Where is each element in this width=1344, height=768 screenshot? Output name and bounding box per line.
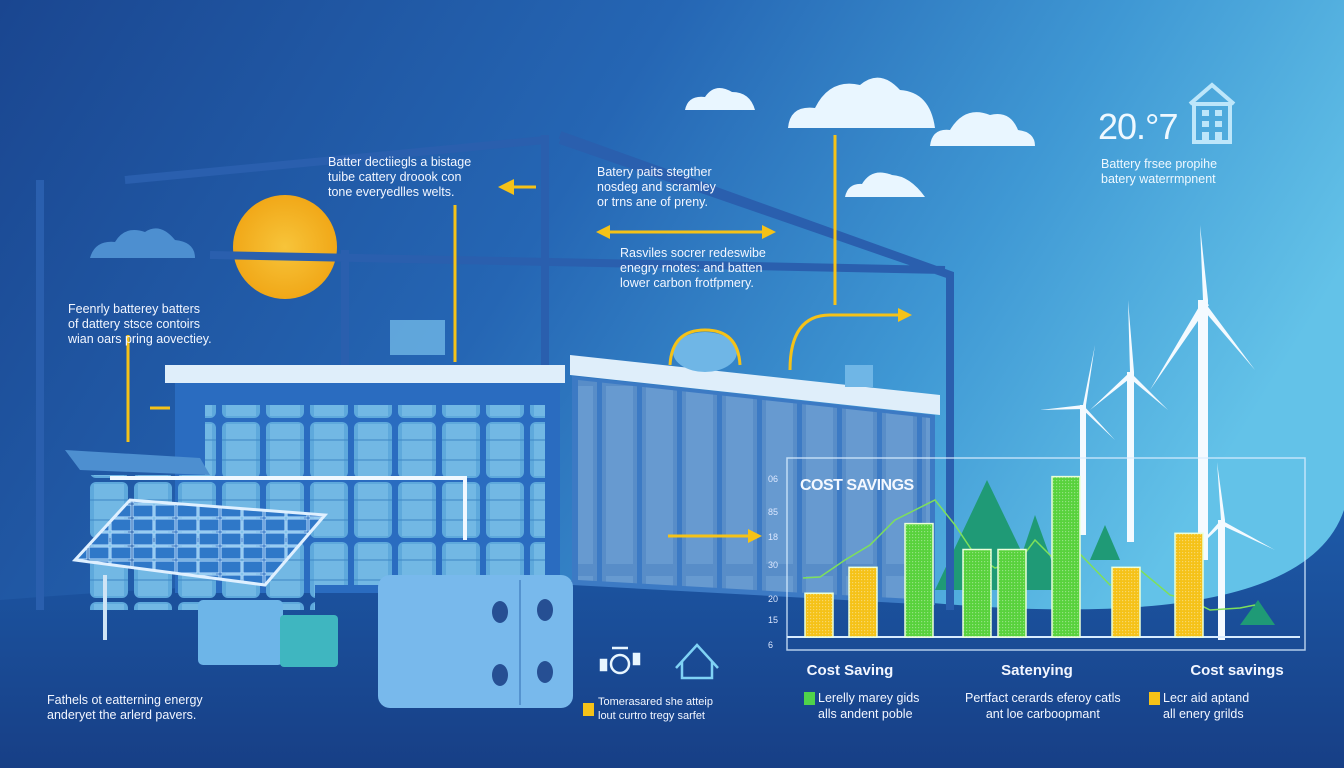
y-tick: 30 bbox=[768, 560, 779, 570]
home-energy-icon bbox=[675, 643, 719, 680]
legend-swatch-green bbox=[804, 692, 815, 705]
y-tick: 06 bbox=[768, 474, 779, 484]
legend-text: Lecr aid aptand all enery grilds bbox=[1163, 691, 1250, 721]
battery-units bbox=[198, 575, 573, 708]
chart-bar-texture bbox=[905, 523, 933, 637]
group-label: Cost Saving bbox=[806, 662, 894, 679]
chart-bar-texture bbox=[1112, 567, 1140, 637]
chart-bar-texture bbox=[998, 549, 1026, 637]
building-icon bbox=[1188, 82, 1236, 144]
ground bbox=[0, 510, 1344, 768]
arrows bbox=[126, 135, 912, 543]
annotation-top-center: Batter dectiiegls a bistage tuibe catter… bbox=[328, 155, 472, 199]
wind-turbine bbox=[1040, 345, 1115, 535]
legend-text: Lerelly marey gids alls andent poble bbox=[818, 691, 920, 721]
icons bbox=[599, 643, 719, 680]
annotation-left: Feenrly batterey batters of dattery stsc… bbox=[68, 302, 212, 346]
legend-swatch-yellow bbox=[1149, 692, 1160, 705]
legend-swatch-yellow bbox=[583, 703, 594, 716]
sun-icon bbox=[233, 195, 337, 299]
battery-gear-icon bbox=[599, 646, 641, 675]
wind-turbine bbox=[1150, 225, 1255, 560]
y-tick: 6 bbox=[768, 640, 774, 650]
right-building bbox=[570, 328, 940, 605]
annotation-bottom-left: Fathels ot eatterning energy anderyet th… bbox=[47, 693, 203, 722]
y-tick: 15 bbox=[768, 615, 779, 625]
chart-bar-texture bbox=[849, 567, 877, 637]
chart-bar-texture bbox=[805, 593, 833, 637]
wind-turbine bbox=[1090, 300, 1168, 542]
legend-text: Pertfact cerards eferoy catls ant loe ca… bbox=[965, 691, 1121, 721]
chart-title: COST SAVINGS bbox=[800, 477, 914, 494]
chart-bar-texture bbox=[1175, 533, 1203, 637]
chart-bar-texture bbox=[1052, 476, 1080, 637]
solar-panel bbox=[65, 450, 329, 640]
annotation-middle-right: Rasviles socrer redeswibe enegry rnotes:… bbox=[620, 246, 766, 290]
y-tick: 85 bbox=[768, 507, 779, 517]
wind-turbine bbox=[1190, 462, 1275, 640]
annotation-top-right-center: Batery paits stegther nosdeg and scramle… bbox=[597, 165, 716, 209]
stat-caption: Battery frsee propihe batery waterrmpnen… bbox=[1101, 157, 1218, 186]
chart-bar-texture bbox=[963, 549, 991, 637]
turbines bbox=[1040, 225, 1275, 640]
y-tick: 20 bbox=[768, 594, 779, 604]
annotation-bottom-center: Tomerasared she atteip lout curtro tregy… bbox=[598, 696, 713, 722]
y-tick: 18 bbox=[768, 532, 779, 542]
clouds bbox=[90, 77, 1035, 258]
chart bbox=[786, 457, 1306, 651]
stat-value: 20.°7 bbox=[1098, 106, 1178, 147]
group-label: Satenying bbox=[1001, 662, 1073, 679]
group-label: Cost savings bbox=[1190, 662, 1284, 679]
